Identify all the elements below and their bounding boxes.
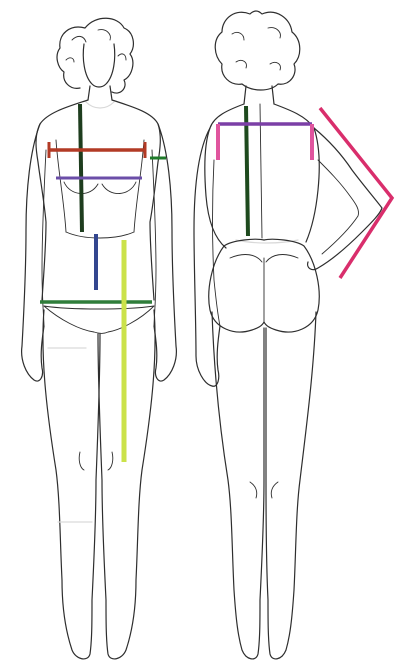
front-right-leg	[98, 310, 155, 659]
front-length-line	[80, 104, 82, 232]
back-left-arm	[194, 128, 220, 386]
back-measurements	[218, 106, 392, 278]
front-side-right	[134, 140, 144, 232]
arm-length-line	[320, 108, 392, 278]
back-hair	[215, 11, 300, 90]
front-waist	[66, 232, 134, 238]
front-hair-wave	[66, 30, 126, 62]
front-left-leg	[43, 310, 100, 659]
back-right-arm-inner	[318, 160, 359, 254]
back-figure	[194, 11, 382, 659]
front-measurements	[40, 104, 166, 462]
front-side-left	[56, 140, 66, 232]
back-hair-wave	[232, 28, 280, 70]
front-torso-right	[112, 100, 160, 300]
front-knee-right	[108, 452, 113, 470]
back-left-arm-inner	[213, 160, 221, 326]
front-knee-left	[79, 452, 84, 470]
front-figure	[22, 18, 177, 659]
back-left-leg	[212, 312, 264, 659]
front-bust	[64, 182, 136, 194]
front-left-arm	[22, 124, 44, 381]
front-face	[83, 44, 114, 87]
front-neckline	[86, 102, 114, 108]
front-hair	[57, 18, 133, 93]
front-underwear	[44, 306, 154, 334]
front-neck	[88, 86, 112, 100]
